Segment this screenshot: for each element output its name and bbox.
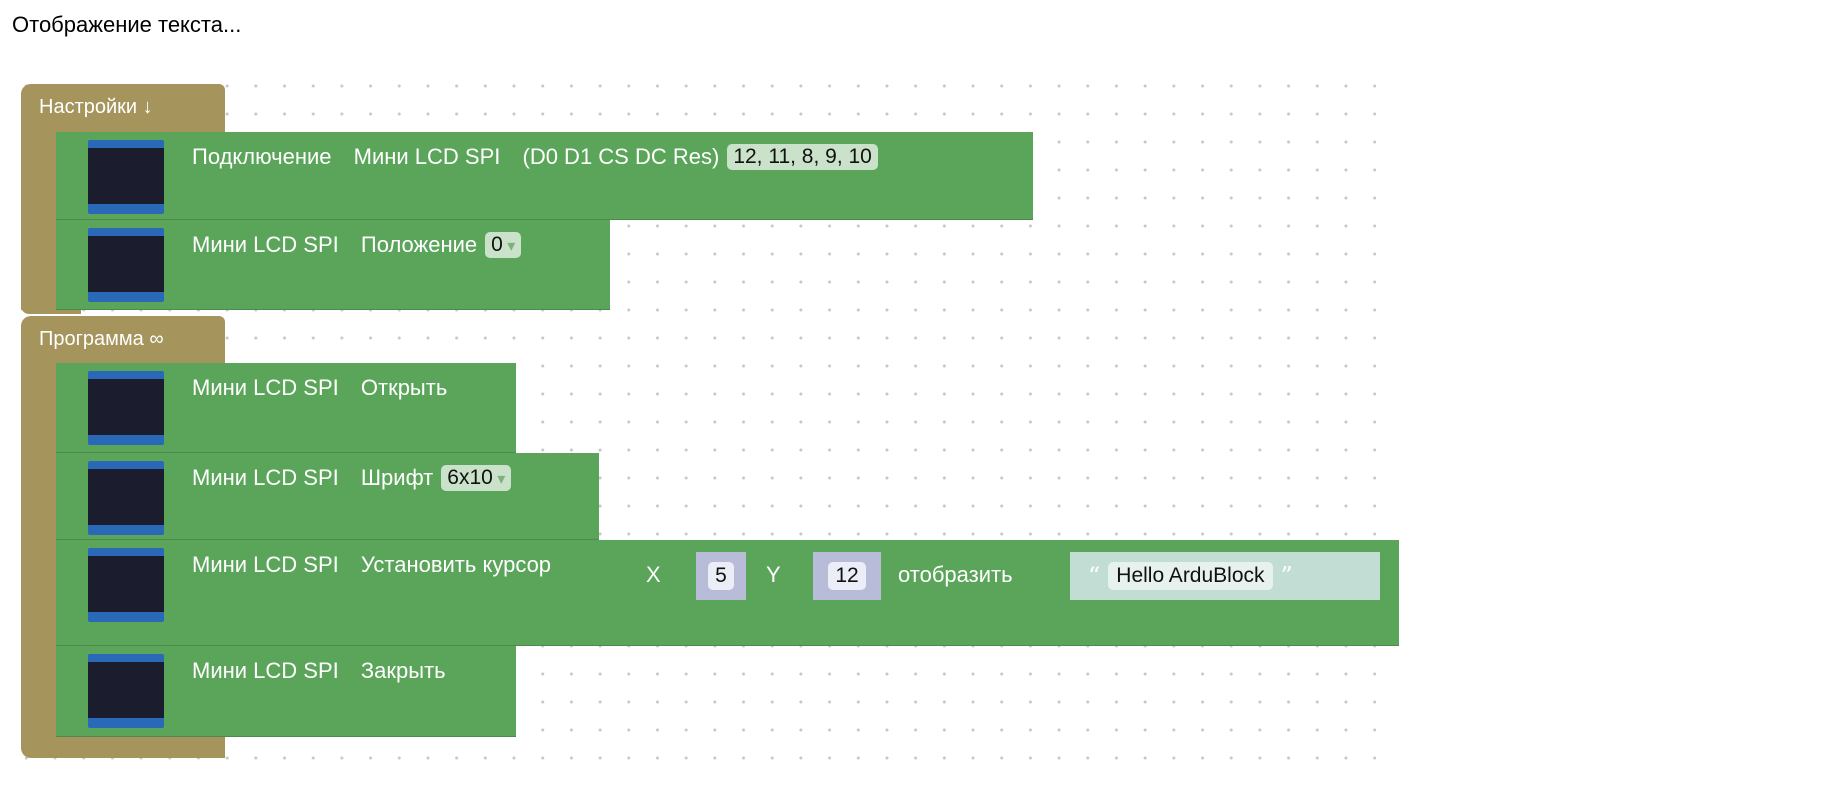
lcd-image-icon (88, 548, 164, 622)
program-label: Программа ∞ (39, 328, 164, 350)
block-label: Установить курсор (360, 552, 552, 577)
x-label: X (646, 562, 661, 587)
lcd-image-icon (88, 654, 164, 728)
block-label: Закрыть (360, 658, 446, 683)
y-number-block[interactable]: 12 (813, 552, 881, 600)
block-label: Открыть (360, 375, 448, 400)
setup-foot (21, 306, 81, 314)
close-quote-icon: ” (1280, 562, 1293, 590)
lcd-rotation-block[interactable]: Мини LCD SPI Положение 0 (56, 220, 610, 310)
program-hat-block[interactable]: Программа ∞ (21, 316, 225, 364)
lcd-close-block[interactable]: Мини LCD SPI Закрыть (56, 646, 516, 737)
setup-label: Настройки ↓ (39, 96, 153, 118)
lcd-print-block[interactable]: Мини LCD SPI Установить курсор X 5 Y 12 … (56, 540, 1399, 646)
lcd-connect-block[interactable]: Подключение Мини LCD SPI (D0 D1 CS DC Re… (56, 132, 1033, 220)
lcd-image-icon (88, 140, 164, 214)
block-label: (D0 D1 CS DC Res) (522, 144, 720, 169)
page-title: Отображение текста... (12, 12, 242, 37)
show-label: отобразить (898, 562, 1013, 587)
setup-bracket (21, 130, 56, 310)
program-foot (21, 737, 225, 758)
lcd-image-icon (88, 371, 164, 445)
block-label: Мини LCD SPI (353, 144, 501, 169)
rotation-dropdown[interactable]: 0 (485, 232, 522, 258)
setup-hat-block[interactable]: Настройки ↓ (21, 84, 225, 132)
x-value[interactable]: 5 (708, 562, 734, 590)
lcd-image-icon (88, 461, 164, 535)
block-label: Мини LCD SPI (192, 375, 339, 400)
x-number-block[interactable]: 5 (696, 552, 746, 600)
lcd-image-icon (88, 228, 164, 302)
program-bracket (21, 362, 56, 740)
block-label: Мини LCD SPI (192, 658, 339, 683)
text-block[interactable]: “ Hello ArduBlock ” (1070, 552, 1380, 600)
lcd-font-block[interactable]: Мини LCD SPI Шрифт 6x10 (56, 453, 599, 540)
block-label: Подключение (192, 144, 332, 169)
block-label: Мини LCD SPI (192, 552, 339, 577)
block-label: Шрифт (360, 465, 434, 490)
y-label: Y (766, 562, 781, 587)
font-dropdown[interactable]: 6x10 (441, 465, 512, 491)
block-label: Мини LCD SPI (192, 465, 339, 490)
block-label: Мини LCD SPI (192, 232, 339, 257)
lcd-open-block[interactable]: Мини LCD SPI Открыть (56, 363, 516, 453)
text-value[interactable]: Hello ArduBlock (1108, 562, 1273, 590)
pins-field[interactable]: 12, 11, 8, 9, 10 (727, 144, 878, 170)
y-value[interactable]: 12 (828, 562, 866, 590)
block-label: Положение (360, 232, 478, 257)
open-quote-icon: “ (1088, 562, 1101, 590)
